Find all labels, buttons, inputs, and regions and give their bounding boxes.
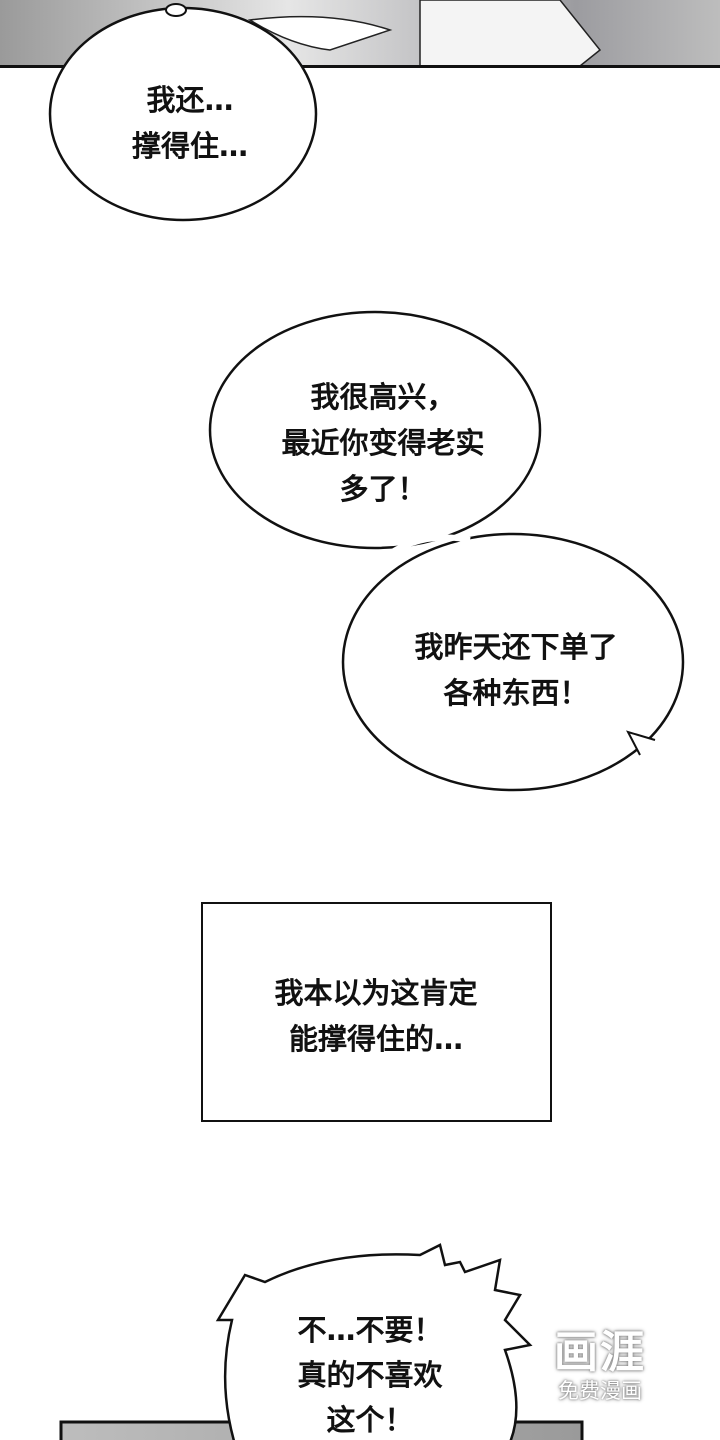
- bubble-3-text: 我昨天还下单了 各种东西！: [414, 624, 617, 716]
- speech-bubble-4-shout: [215, 1243, 533, 1440]
- bubble-2-text: 我很高兴， 最近你变得老实 多了！: [281, 374, 484, 512]
- watermark-logo: 画涯: [554, 1327, 646, 1378]
- narration-box-text: 我本以为这肯定 能撑得住的…: [274, 970, 477, 1062]
- text-line: 我还…: [146, 83, 234, 117]
- text-line: 最近你变得老实: [281, 426, 485, 460]
- watermark-subtitle: 免费漫画: [558, 1379, 642, 1403]
- speech-bubble-1: [48, 3, 318, 222]
- text-line: 我很高兴，: [310, 380, 456, 414]
- text-line: 我本以为这肯定: [274, 976, 478, 1010]
- text-line: 各种东西！: [443, 676, 589, 710]
- text-line: 这个！: [326, 1403, 414, 1437]
- text-line: 真的不喜欢: [297, 1358, 443, 1392]
- text-line: 不…不要！: [297, 1313, 443, 1347]
- narration-box-frame: [201, 902, 552, 1122]
- text-line: 我昨天还下单了: [414, 630, 618, 664]
- bubble-1-text: 我还… 撑得住…: [132, 77, 248, 169]
- bubble-4-text: 不…不要！ 真的不喜欢 这个！: [297, 1308, 442, 1440]
- speech-bubble-2: [208, 310, 542, 550]
- text-line: 多了！: [339, 472, 427, 506]
- watermark: 画涯 免费漫画: [538, 1328, 662, 1404]
- text-line: 撑得住…: [131, 129, 249, 163]
- text-line: 能撑得住的…: [288, 1022, 464, 1056]
- speech-bubble-3: [341, 532, 685, 792]
